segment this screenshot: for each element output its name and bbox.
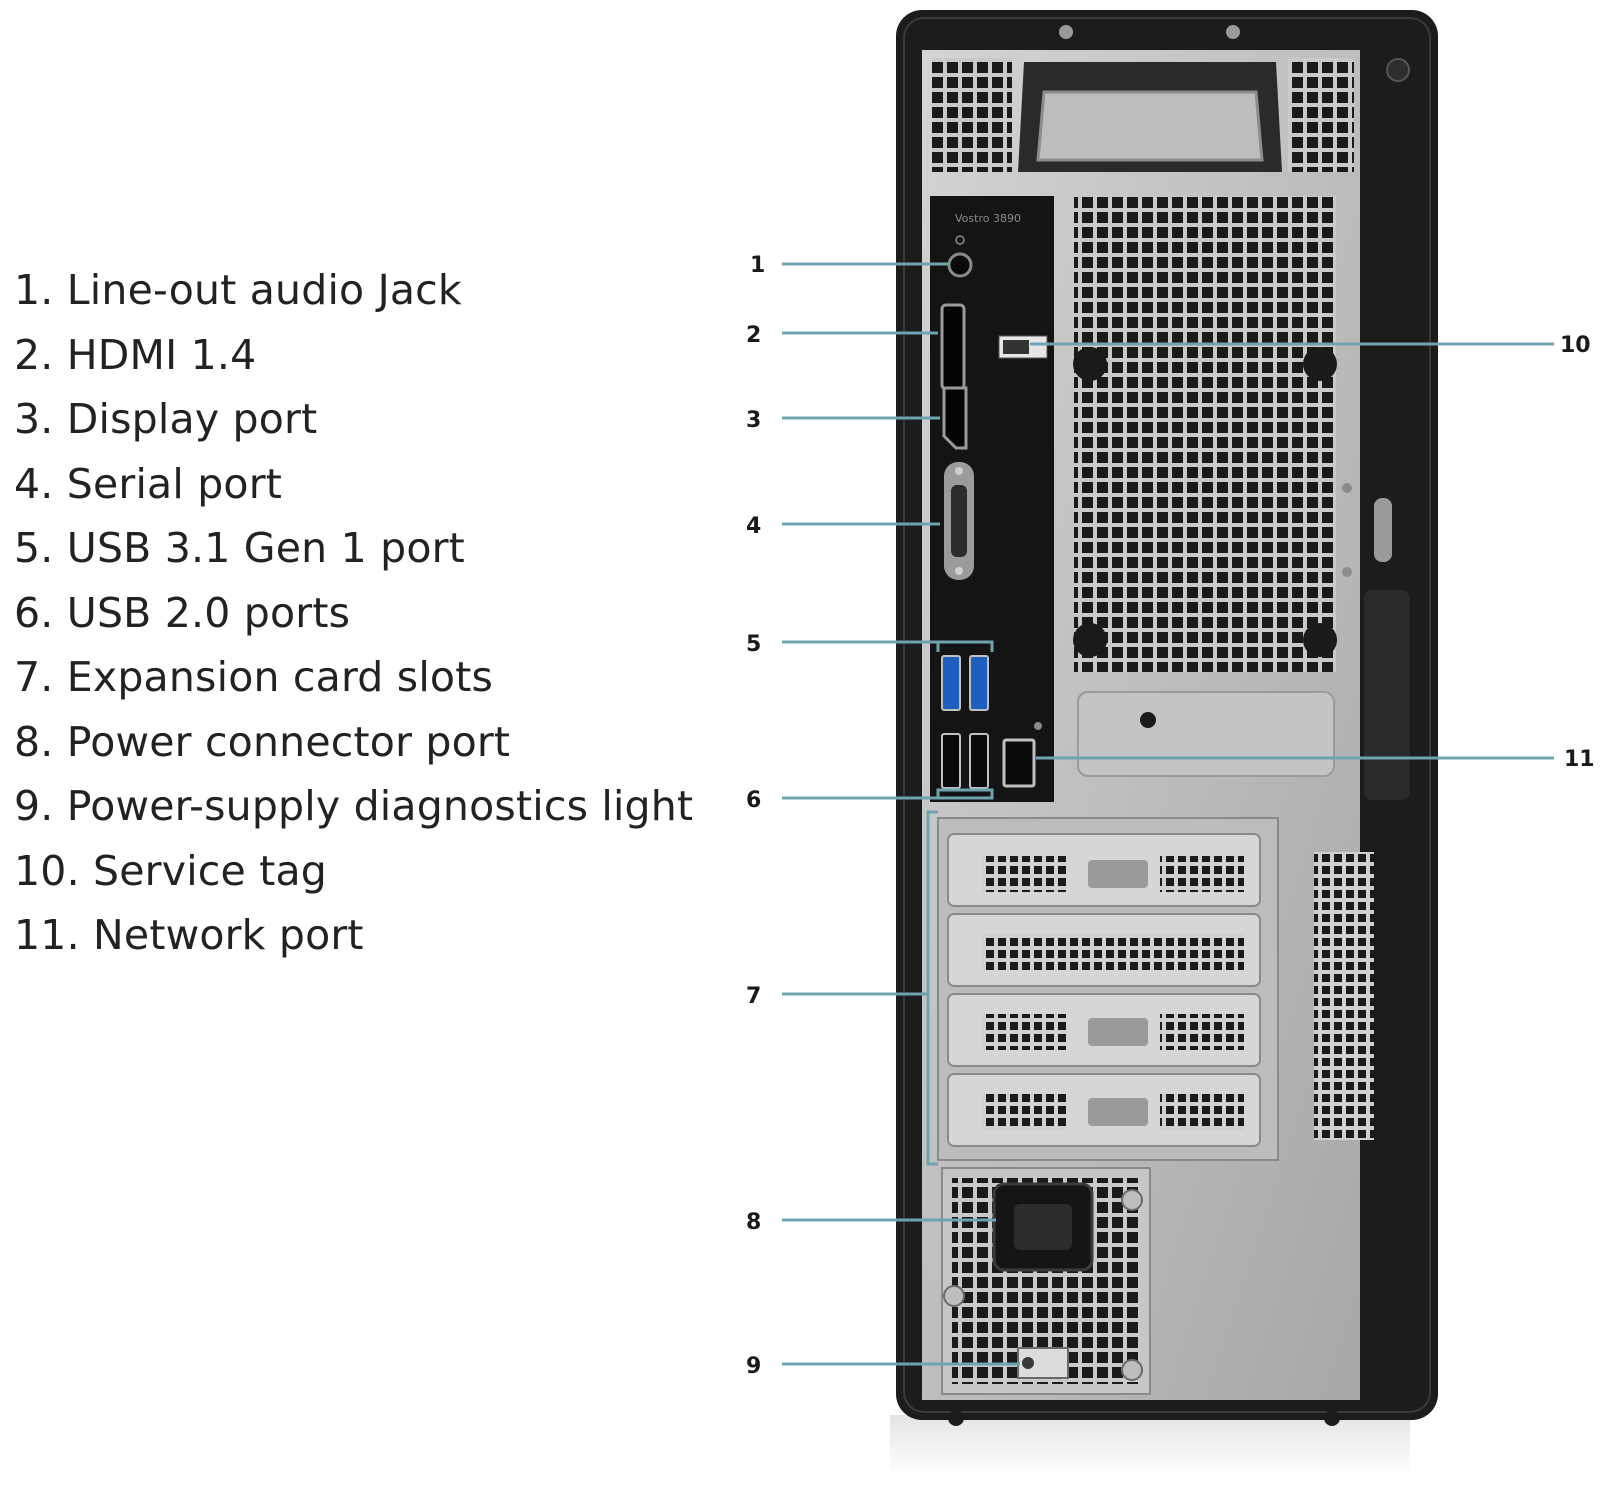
power-connector-inner [1014,1204,1072,1250]
network-port [1002,738,1036,788]
psu-screw [943,1285,965,1307]
leader-lines [782,262,1554,1366]
legend-item-serial-port: 4. Serial port [14,459,283,508]
network-led [1034,722,1042,730]
usb20-port [969,733,989,789]
slot-vent [1160,856,1244,892]
fan-grille [1074,196,1336,672]
leader-line-5 [782,640,994,652]
slot-release-tab [1088,1098,1148,1126]
slot-vent [982,934,1244,970]
psu-screw [1121,1189,1143,1211]
lock-loop [1374,498,1392,562]
slot-vent [1160,1014,1244,1050]
blank-plate [1077,691,1335,777]
legend-item-power-connector: 8. Power connector port [14,717,511,766]
slot-vent [982,1094,1066,1130]
legend-item-expansion-slots: 7. Expansion card slots [14,653,494,701]
callout-6: 6 [746,788,761,813]
top-right-vent [1288,58,1354,172]
legend-item-line-out: 1. Line-out audio Jack [14,266,462,314]
psu-diagnostics-led [1022,1357,1034,1369]
chassis-screw [1059,25,1073,39]
fan-screw-hole [1303,623,1337,657]
legend-item-usb31: 5. USB 3.1 Gen 1 port [14,524,465,572]
model-label: Vostro 3890 [955,212,1021,225]
callout-8: 8 [746,1210,761,1235]
chassis-foot [1324,1410,1340,1426]
port-legend: 1. Line-out audio Jack 2. HDMI 1.4 3. Di… [14,258,693,968]
fan-screw-hole [1073,623,1107,657]
legend-item-psu-light: 9. Power-supply diagnostics light [14,782,694,830]
legend-item-usb20: 6. USB 2.0 ports [14,588,351,637]
line-out-jack [947,252,973,278]
callout-10: 10 [1560,333,1591,358]
slot-release-tab [1088,860,1148,888]
legend-item-service-tag: 10. Service tag [14,846,328,895]
callout-1: 1 [750,253,765,278]
slot-vent [982,856,1066,892]
service-tag-barcode [1003,340,1029,354]
display-port [942,386,968,450]
serial-screw [955,567,963,575]
slot-vent [982,1014,1066,1050]
callout-3: 3 [746,408,761,433]
side-latch [1364,590,1410,800]
callout-5: 5 [746,632,761,657]
callout-7: 7 [746,984,761,1009]
thumbscrew [1342,483,1352,493]
leader-line-7 [782,810,938,1166]
legend-item-display-port: 3. Display port [14,395,318,443]
top-left-vent [932,58,1012,172]
carry-handle-grip [1036,90,1264,162]
fan-screw-hole [1073,347,1107,381]
floor-shadow [890,1415,1410,1475]
serial-port-inner [951,485,967,557]
callout-2: 2 [746,323,761,348]
usb31-port [969,655,989,711]
chassis-screw [1226,25,1240,39]
fan-screw-hole [1303,347,1337,381]
chassis-edge [903,17,1431,1413]
slot-vent [1160,1094,1244,1130]
legend-item-network-port: 11. Network port [14,911,364,959]
psu-screw [1121,1359,1143,1381]
callout-11: 11 [1564,747,1595,772]
blank-plate-hole [1140,712,1156,728]
usb20-port [941,733,961,789]
side-vent [1314,852,1374,1140]
usb31-port [941,655,961,711]
hdmi-port [940,303,966,391]
headphone-icon [955,235,965,245]
callout-9: 9 [746,1354,761,1379]
serial-screw [955,467,963,475]
chassis-foot [948,1410,964,1426]
leader-line-6 [782,788,994,800]
slot-release-tab [1088,1018,1148,1046]
callout-4: 4 [746,514,761,539]
chassis-screw [1386,58,1410,82]
legend-item-hdmi: 2. HDMI 1.4 [14,330,257,379]
thumbscrew [1342,567,1352,577]
